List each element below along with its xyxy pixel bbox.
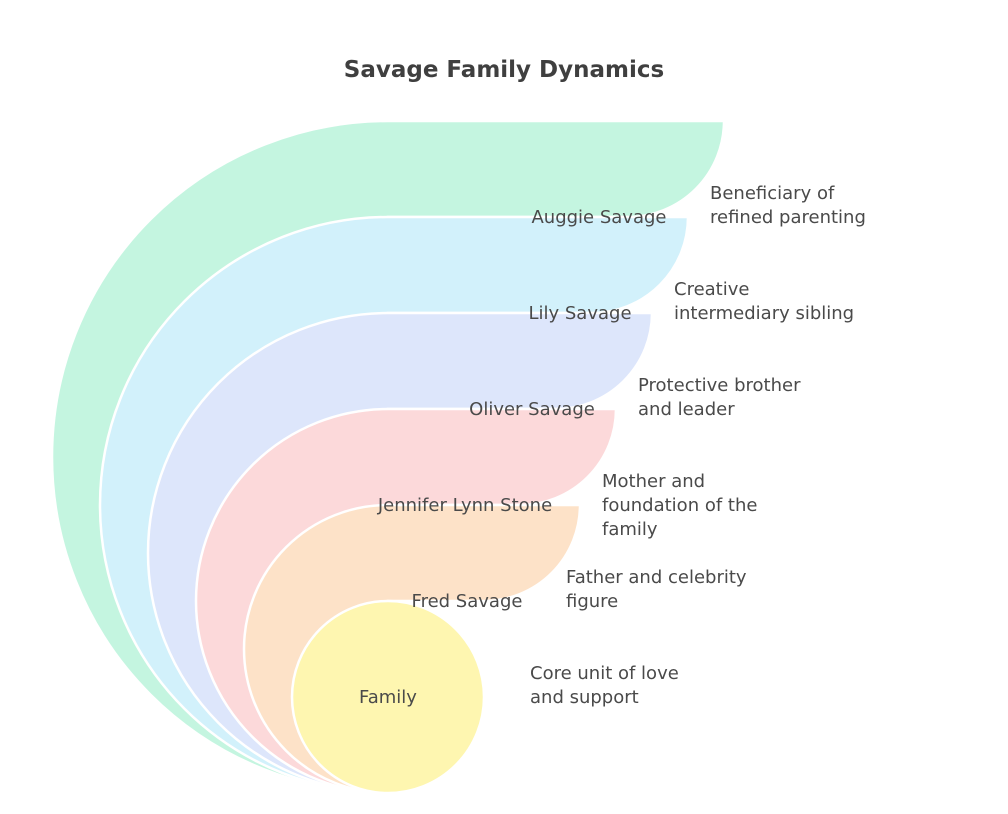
diagram-title: Savage Family Dynamics [344, 57, 664, 83]
layer-description-1-line-0: Father and celebrity [566, 567, 747, 588]
layer-label-3: Oliver Savage [469, 399, 595, 420]
layer-description-2-line-2: family [602, 519, 658, 540]
layer-description-2-line-0: Mother and [602, 471, 705, 492]
layer-description-0-line-1: and support [530, 687, 639, 708]
layer-description-3-line-1: and leader [638, 399, 735, 420]
layer-label-1: Fred Savage [412, 591, 523, 612]
layer-descriptions: Core unit of love and support Father and c… [530, 183, 866, 708]
layer-description-2-line-1: foundation of the [602, 495, 757, 516]
layer-description-5-line-0: Beneficiary of [710, 183, 835, 204]
layer-label-0: Family [359, 687, 417, 708]
layer-description-0-line-0: Core unit of love [530, 663, 679, 684]
layer-labels: Family Fred Savage Jennifer Lynn Stone Oliv… [359, 207, 666, 708]
layer-description-3-line-0: Protective brother [638, 375, 801, 396]
layer-description-5-line-1: refined parenting [710, 207, 866, 228]
layer-label-2: Jennifer Lynn Stone [377, 495, 552, 516]
layer-label-5: Auggie Savage [531, 207, 666, 228]
layer-band-0 [290, 599, 486, 795]
layer-label-4: Lily Savage [528, 303, 631, 324]
layer-description-1-line-1: figure [566, 591, 618, 612]
layer-description-4-line-0: Creative [674, 279, 749, 300]
layer-bands [50, 119, 726, 795]
layer-description-4-line-1: intermediary sibling [674, 303, 854, 324]
